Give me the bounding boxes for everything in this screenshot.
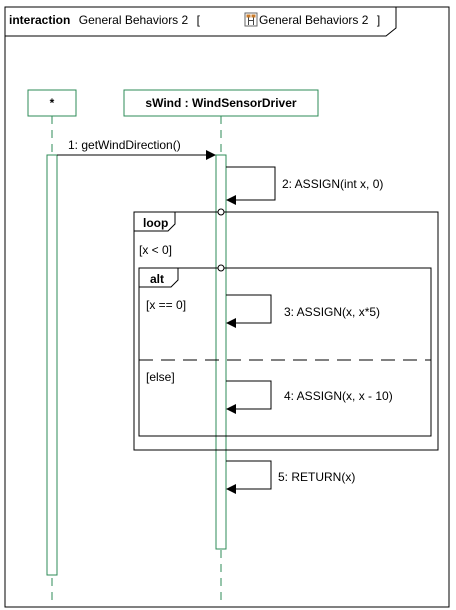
frame-title: interaction General Behaviors 2 [ — [9, 11, 201, 28]
loop-operator: loop — [143, 216, 168, 230]
lifeline-label-anonymous: * — [50, 96, 55, 110]
message-2-label: 2: ASSIGN(int x, 0) — [282, 177, 383, 191]
frame-bracket-open: [ — [197, 13, 201, 27]
lifeline-label-swind: sWind : WindSensorDriver — [145, 96, 296, 110]
alt-gate — [217, 264, 225, 272]
message-4-arrowhead — [226, 404, 236, 414]
message-2-line[interactable] — [226, 166, 276, 201]
loop-fragment[interactable] — [133, 211, 439, 451]
message-3-line[interactable] — [226, 294, 272, 324]
frame-name: General Behaviors 2 — [79, 13, 189, 27]
message-4-line[interactable] — [226, 380, 272, 410]
interaction-frame-tab — [5, 7, 397, 37]
alt-guard-2: [else] — [146, 370, 175, 384]
lifeline-head-swind[interactable] — [123, 89, 319, 117]
message-1-arrowhead — [206, 150, 216, 160]
message-5-arrowhead — [226, 484, 236, 494]
activation-bar-swind[interactable] — [215, 154, 227, 550]
loop-guard: [x < 0] — [139, 243, 172, 257]
message-5-line[interactable] — [226, 460, 272, 490]
activation-bar-anonymous[interactable] — [46, 154, 58, 576]
loop-gate — [217, 208, 225, 216]
message-4-label: 4: ASSIGN(x, x - 10) — [284, 389, 393, 403]
message-3-arrowhead — [226, 318, 236, 328]
frame-ref-name: General Behaviors 2 — [259, 13, 369, 27]
message-3-label: 3: ASSIGN(x, x*5) — [284, 305, 380, 319]
interaction-frame — [4, 6, 450, 608]
loop-fragment-tab — [134, 212, 176, 232]
alt-fragment-tab — [139, 268, 179, 288]
alt-operator: alt — [150, 272, 164, 286]
frame-ref: General Behaviors 2 ] — [259, 11, 380, 28]
message-1-label: 1: getWindDirection() — [68, 138, 181, 152]
message-2-arrowhead — [226, 195, 236, 205]
alt-fragment[interactable] — [138, 267, 432, 437]
sequence-diagram-icon — [244, 12, 258, 27]
alt-guard-1: [x == 0] — [146, 298, 186, 312]
frame-bracket-close: ] — [377, 13, 380, 27]
frame-keyword: interaction — [9, 13, 70, 27]
message-5-label: 5: RETURN(x) — [278, 470, 355, 484]
